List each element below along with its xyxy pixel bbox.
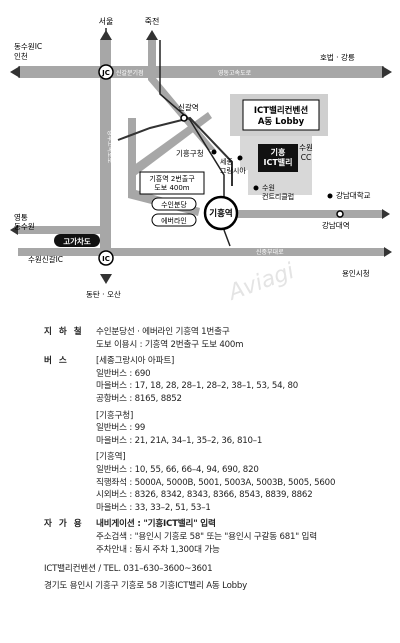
arrow-right-icon bbox=[382, 209, 390, 219]
label-singal-jc: 신갈분기점 bbox=[116, 69, 144, 77]
subway-section: 지 하 철 수인분당선 · 에버라인 기흥역 1번출구 도보 이용시 : 기흥역… bbox=[44, 326, 394, 351]
contact-tel: ICT밸리컨벤션 / TEL. 031–630–3600~3601 bbox=[44, 564, 213, 575]
city-road-line bbox=[159, 40, 225, 230]
gangnam-station-dot bbox=[336, 210, 344, 218]
label-seoul: 서울 bbox=[99, 17, 114, 26]
arrow-up-icon bbox=[100, 30, 112, 40]
giheung-gu-dot bbox=[211, 149, 217, 155]
label-yongin: 용인시청 bbox=[342, 268, 370, 278]
watermark: Aviagi bbox=[224, 259, 298, 306]
car-title: 내비게이션 : "기흥ICT밸리" 입력 bbox=[96, 519, 216, 530]
yeongdong-expressway bbox=[18, 66, 384, 78]
label-dongsuwon: 동수원IC bbox=[14, 42, 42, 51]
overpass-label: 고가차도 bbox=[63, 236, 91, 246]
label-juksan: 죽전 bbox=[145, 16, 160, 26]
label-singal-station: 신갈역 bbox=[178, 102, 199, 112]
ic-label: IC bbox=[102, 255, 110, 263]
jc-label: JC bbox=[101, 69, 110, 77]
label-gangnam-station: 강남대역 bbox=[322, 220, 350, 230]
giheung-station-label: 기흥역 bbox=[209, 208, 232, 219]
giheung-road bbox=[130, 112, 212, 176]
ict-valley-building bbox=[258, 144, 298, 172]
label-giheung-gu: 기흥구청 bbox=[176, 148, 204, 158]
bus-label: 버 스 bbox=[44, 356, 69, 367]
subway-line-1: 도보 이용시 : 기흥역 2번출구 도보 400m bbox=[96, 339, 244, 350]
arrow-down-icon bbox=[100, 274, 112, 284]
car-section: 자 가 용 내비게이션 : "기흥ICT밸리" 입력 주소검색 : "용인시 기… bbox=[44, 518, 394, 556]
bus-line: [기흥역] bbox=[96, 452, 126, 463]
arrow-left-icon bbox=[10, 66, 20, 78]
sejong-dot bbox=[237, 155, 243, 161]
convention-callout bbox=[242, 99, 320, 131]
bus-line: 공항버스 : 8165, 8852 bbox=[96, 393, 182, 404]
label-incheon: 인천 bbox=[14, 51, 28, 61]
car-line-0: 주소검색 : "용인시 기흥로 58" 또는 "용인시 구갈동 681" 입력 bbox=[96, 531, 317, 542]
label-gangnam-univ: 강남대학교 bbox=[336, 190, 371, 200]
yeongtong-road bbox=[18, 226, 100, 234]
bus-line: 마을버스 : 21, 21A, 34–1, 35–2, 36, 810–1 bbox=[96, 435, 263, 446]
singal-station-dot bbox=[180, 114, 188, 122]
bus-line: 직행좌석 : 5000A, 5000B, 5001, 5003A, 5003B,… bbox=[96, 477, 336, 488]
everline-pill bbox=[151, 213, 197, 227]
overpass-pill bbox=[54, 234, 100, 247]
bus-line: [세종그랑시아 아파트] bbox=[96, 356, 175, 367]
label-yeongdong: 영동고속도로 bbox=[218, 69, 252, 77]
suin-line-label: 수인분당 bbox=[161, 200, 187, 209]
arrow-up-icon bbox=[146, 30, 158, 40]
bus-line: 마을버스 : 17, 18, 28, 28–1, 28–2, 38–1, 53,… bbox=[96, 381, 299, 392]
contact-address: 경기도 용인시 기흥구 기흥로 58 기흥ICT밸리 A동 Lobby bbox=[44, 580, 248, 591]
bus-line: 일반버스 : 690 bbox=[96, 368, 151, 379]
gyeongbu-expressway bbox=[100, 40, 111, 264]
subway-line-0: 수인분당선 · 에버라인 기흥역 1번출구 bbox=[96, 327, 230, 337]
gangnam-univ-dot bbox=[327, 193, 333, 199]
bus-section: 버 스 [세종그랑시아 아파트] 일반버스 : 690 마을버스 : 17, 1… bbox=[44, 355, 394, 514]
suin-line-pill bbox=[151, 197, 197, 211]
everline-label: 에버라인 bbox=[161, 216, 187, 225]
cc-dot bbox=[253, 185, 259, 191]
bus-line: 일반버스 : 10, 55, 66, 66–4, 94, 690, 820 bbox=[96, 464, 259, 475]
city-road-line bbox=[223, 229, 231, 247]
label-suwon-singal-ic: 수원신갈IC bbox=[28, 255, 63, 264]
sinjungbu-road bbox=[18, 248, 384, 256]
car-line-1: 주차안내 : 동시 주차 1,300대 가능 bbox=[96, 544, 220, 555]
arrow-right-icon bbox=[382, 66, 392, 78]
subway-label: 지 하 철 bbox=[44, 327, 84, 337]
jc-marker bbox=[98, 64, 114, 80]
exit-info-box bbox=[139, 171, 205, 195]
giheung-station-circle bbox=[203, 195, 239, 231]
gangnam-road bbox=[232, 210, 382, 218]
bus-line: 마을버스 : 33, 33–2, 51, 53–1 bbox=[96, 502, 211, 513]
bus-line: 일반버스 : 99 bbox=[96, 423, 146, 434]
label-gyeongbu: 경부고속도로 bbox=[106, 130, 114, 164]
label-sinjungbu: 신중부대로 bbox=[256, 248, 284, 256]
car-label: 자 가 용 bbox=[44, 519, 84, 530]
bus-line: [기흥구청] bbox=[96, 410, 134, 421]
directions-info: 지 하 철 수인분당선 · 에버라인 기흥역 1번출구 도보 이용시 : 기흥역… bbox=[44, 326, 394, 592]
bus-line: 시외버스 : 8326, 8342, 8343, 8366, 8543, 883… bbox=[96, 490, 313, 501]
label-dongtan: 동탄 · 오산 bbox=[86, 289, 121, 299]
subway-line bbox=[117, 116, 233, 186]
arrow-left-icon bbox=[10, 225, 18, 235]
ic-marker bbox=[98, 250, 114, 266]
label-hobeop: 호법 · 강릉 bbox=[320, 52, 355, 62]
arrow-right-icon bbox=[384, 247, 392, 257]
